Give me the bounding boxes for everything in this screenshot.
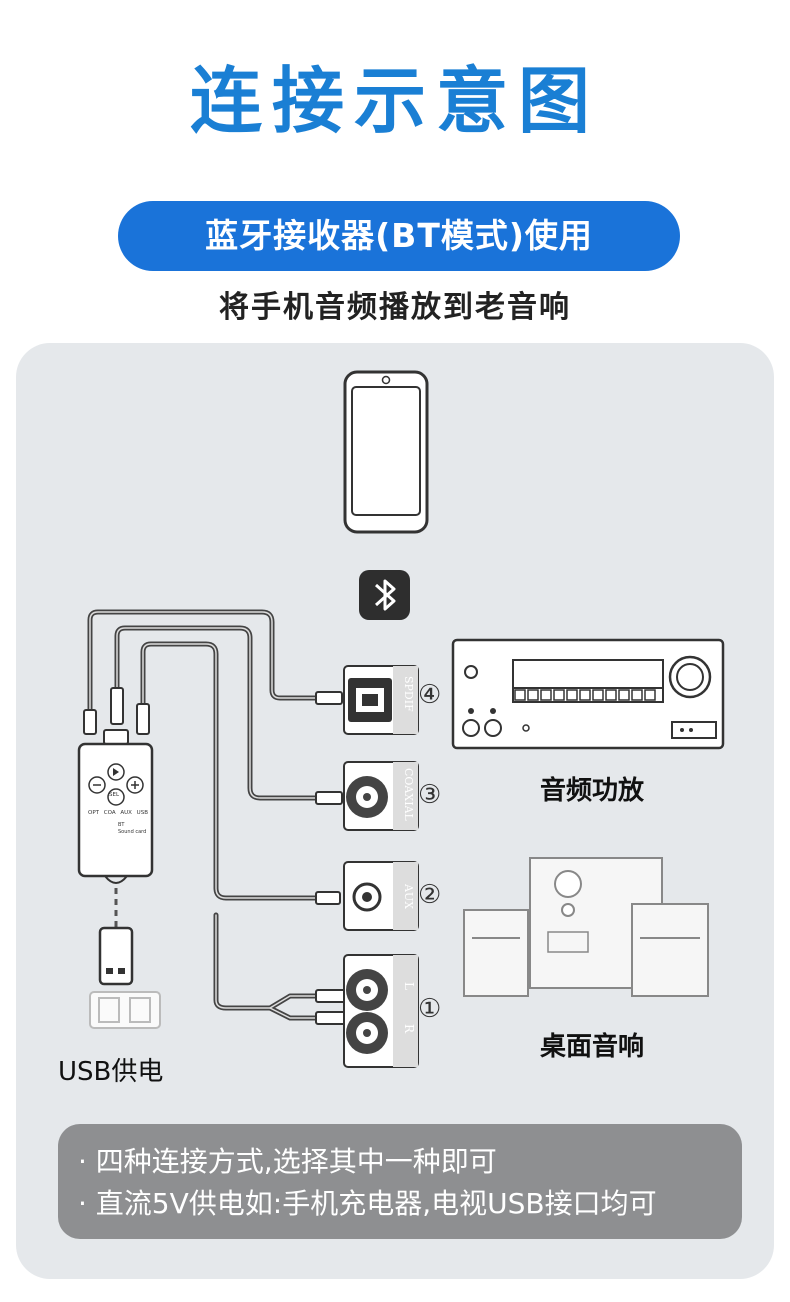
aux-label: AUX bbox=[402, 884, 415, 910]
notes-box: · 四种连接方式,选择其中一种即可 · 直流5V供电如:手机充电器,电视USB接… bbox=[58, 1124, 742, 1239]
amplifier-icon bbox=[451, 638, 725, 750]
port-rca bbox=[343, 954, 419, 1068]
receiver-mode-bt: BT bbox=[118, 822, 125, 828]
coaxial-label: COAXIAL bbox=[402, 768, 415, 821]
right-channel-label: R bbox=[402, 1024, 416, 1034]
receiver-mode-soundcard: Sound card bbox=[118, 829, 147, 835]
port-spdif bbox=[343, 665, 419, 735]
receiver-port-labels: OPT COA AUX USB bbox=[88, 810, 148, 816]
amplifier-label: 音频功放 bbox=[540, 776, 645, 806]
plugs bbox=[83, 687, 347, 1025]
receiver-label-coa: COA bbox=[103, 810, 116, 816]
note-1: · 四种连接方式,选择其中一种即可 bbox=[78, 1145, 497, 1178]
bt-receiver bbox=[77, 742, 161, 1029]
port-number-1: ① bbox=[418, 994, 442, 1024]
bluetooth-icon bbox=[359, 570, 410, 620]
receiver-label-opt: OPT bbox=[88, 810, 100, 816]
receiver-label-usb: USB bbox=[136, 810, 148, 816]
port-number-2: ② bbox=[418, 880, 442, 910]
receiver-sel-label: SEL bbox=[109, 792, 120, 798]
port-aux bbox=[343, 861, 419, 931]
cables bbox=[87, 609, 321, 1021]
desktop-speakers-icon bbox=[463, 857, 709, 997]
mode-pill: 蓝牙接收器(BT模式)使用 bbox=[118, 201, 680, 271]
subtitle: 将手机音频播放到老音响 bbox=[219, 290, 571, 325]
port-coaxial bbox=[343, 761, 419, 831]
left-channel-label: L bbox=[402, 982, 416, 990]
page-title: 连接示意图 bbox=[189, 59, 600, 143]
usb-power-label: USB供电 bbox=[58, 1057, 164, 1087]
receiver-label-aux: AUX bbox=[120, 810, 132, 816]
desktop-speakers-label: 桌面音响 bbox=[540, 1032, 645, 1062]
port-number-3: ③ bbox=[418, 780, 442, 810]
phone-icon bbox=[343, 370, 429, 534]
note-2: · 直流5V供电如:手机充电器,电视USB接口均可 bbox=[78, 1187, 657, 1220]
spdif-label: SPDIF bbox=[402, 676, 415, 712]
port-number-4: ④ bbox=[418, 680, 442, 710]
